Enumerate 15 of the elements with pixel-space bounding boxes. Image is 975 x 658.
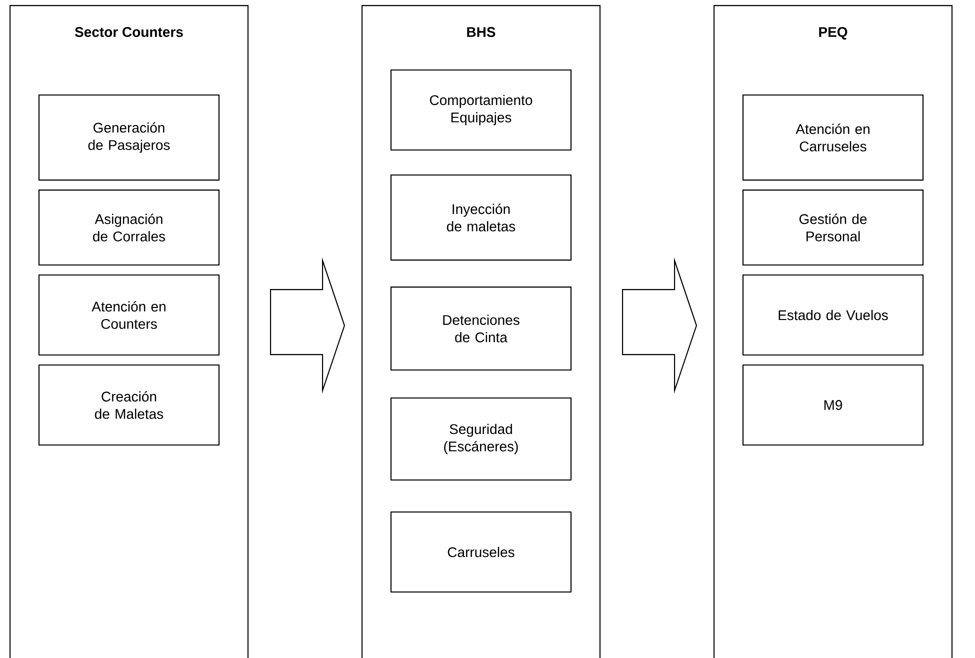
process-box: M9 xyxy=(742,364,924,446)
block-arrow xyxy=(270,257,346,394)
process-box: Gestión de Personal xyxy=(742,190,924,266)
process-box: Atención en Carruseles xyxy=(742,94,924,181)
process-box: Comportamiento Equipajes xyxy=(390,69,572,151)
process-box: Estado de Vuelos xyxy=(742,274,924,356)
process-box: Detenciones de Cinta xyxy=(390,286,572,370)
process-box: Generación de Pasajeros xyxy=(38,94,220,181)
process-box: Inyección de maletas xyxy=(390,174,572,261)
process-box: Asignación de Corrales xyxy=(38,190,220,266)
process-box: Atención en Counters xyxy=(38,274,220,356)
process-box: Creación de Maletas xyxy=(38,364,220,446)
process-box: Seguridad (Escáneres) xyxy=(390,397,572,481)
block-arrow xyxy=(622,257,698,394)
process-box: Carruseles xyxy=(390,511,572,593)
